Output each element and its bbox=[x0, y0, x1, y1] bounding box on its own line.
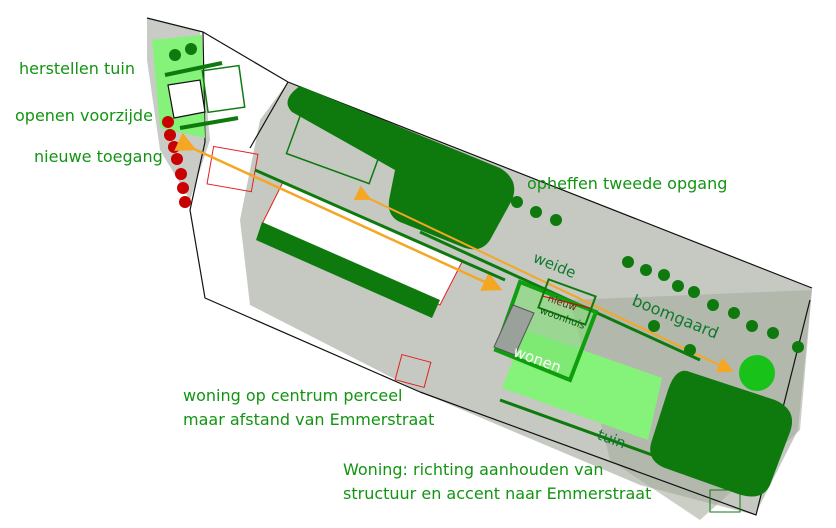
accent-tree bbox=[739, 355, 775, 391]
tree-front-1 bbox=[169, 49, 181, 61]
label-woning-centrum-line1: woning op centrum perceel bbox=[183, 386, 403, 405]
hedge-front-1 bbox=[164, 61, 223, 77]
access-dot-7 bbox=[179, 196, 191, 208]
corner-outline-south bbox=[709, 489, 741, 513]
access-dot-4 bbox=[171, 153, 183, 165]
label-woning-richting: Woning: richting aanhouden van structuur… bbox=[343, 458, 651, 506]
weide-hedge-line-1 bbox=[254, 168, 506, 282]
plot-boundary-south bbox=[419, 299, 811, 516]
access-dot-5 bbox=[175, 168, 187, 180]
front-house-outline bbox=[167, 79, 206, 119]
label-woning-richting-line2: structuur en accent naar Emmerstraat bbox=[343, 484, 652, 503]
label-openen-voorzijde: openen voorzijde bbox=[15, 106, 153, 125]
label-woning-centrum: woning op centrum perceel maar afstand v… bbox=[183, 384, 434, 432]
tuin-hedge-line bbox=[499, 398, 656, 458]
label-woning-centrum-line2: maar afstand van Emmerstraat bbox=[183, 410, 435, 429]
new-woonhuis-red-arrow bbox=[541, 295, 591, 309]
access-dot-3 bbox=[168, 141, 180, 153]
hedge-front-2 bbox=[179, 116, 239, 130]
second-route-arrow bbox=[353, 185, 734, 373]
access-dot-1 bbox=[162, 116, 174, 128]
access-dot-6 bbox=[177, 182, 189, 194]
label-nieuwe-toegang: nieuwe toegang bbox=[34, 147, 163, 166]
orchard-trees bbox=[511, 196, 804, 356]
label-opheffen-tweede-opgang: opheffen tweede opgang bbox=[527, 174, 728, 193]
new-house-grey-annex bbox=[493, 304, 535, 356]
label-herstellen-tuin: herstellen tuin bbox=[19, 59, 135, 78]
tree-front-2 bbox=[185, 43, 197, 55]
front-house-annex bbox=[201, 64, 246, 114]
access-dot-2 bbox=[164, 129, 176, 141]
south-green-block bbox=[650, 370, 793, 497]
new-woonhuis-box bbox=[537, 278, 597, 326]
label-woning-richting-line1: Woning: richting aanhouden van bbox=[343, 460, 604, 479]
